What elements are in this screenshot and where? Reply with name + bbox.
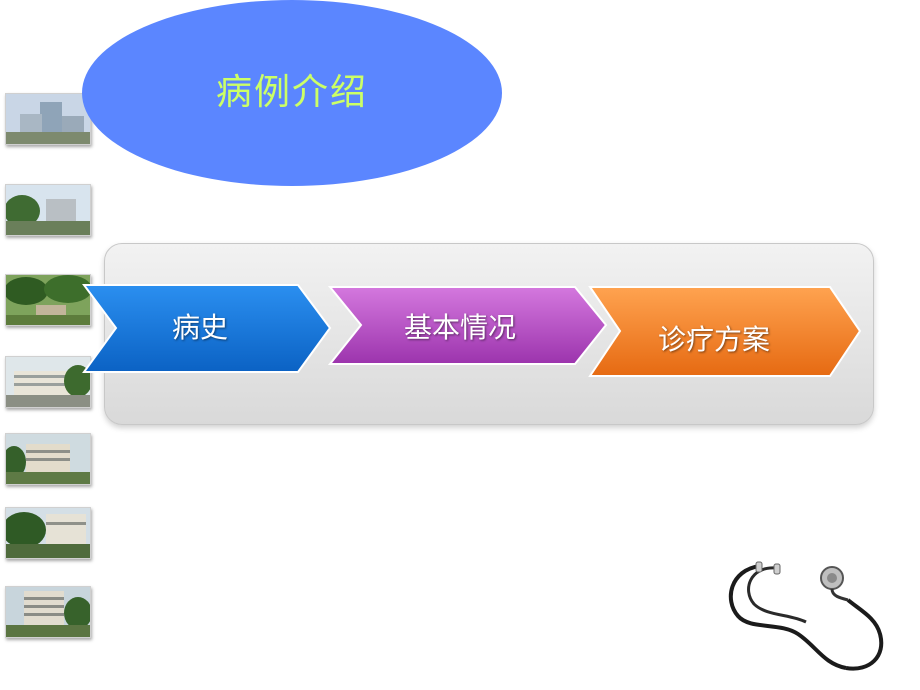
hospital-building-photo-2 — [5, 184, 91, 236]
page-title: 病例介绍 — [215, 72, 368, 113]
hospital-building-photo-6 — [5, 586, 91, 638]
step-1-label[interactable]: 病史 — [172, 311, 229, 344]
stethoscope-icon — [728, 561, 884, 671]
title-ellipse: 病例介绍 — [82, 0, 502, 186]
hospital-building-photo-4 — [5, 433, 91, 485]
thumbnail-strip — [0, 0, 100, 690]
hospital-building-photo-5 — [5, 507, 91, 559]
step-2-label[interactable]: 基本情况 — [404, 311, 517, 344]
hospital-building-photo-3 — [5, 356, 91, 408]
hospital-garden-photo — [5, 274, 91, 326]
hospital-building-photo-1 — [5, 93, 91, 145]
step-3-label[interactable]: 诊疗方案 — [658, 323, 771, 356]
